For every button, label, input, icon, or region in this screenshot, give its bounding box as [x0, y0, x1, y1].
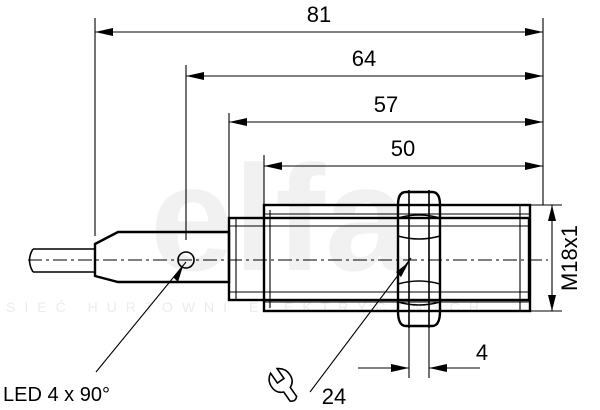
- led-label: LED 4 x 90°: [3, 384, 110, 406]
- wrench-leader: 24: [268, 257, 412, 409]
- dim-57-label: 57: [374, 92, 398, 117]
- wrench-size-label: 24: [322, 384, 346, 409]
- dim-4: 4: [358, 340, 488, 372]
- led-leader: LED 4 x 90°: [3, 261, 187, 406]
- wrench-icon: [268, 367, 298, 402]
- dim-thread-label: M18x1: [557, 225, 582, 291]
- watermark: elfa SIEĆ HURTOWNI ELEKTRYCZNYCH: [6, 134, 488, 315]
- hex-nut: [396, 190, 442, 378]
- dim-64: 64: [186, 46, 543, 80]
- dim-50-label: 50: [391, 136, 415, 161]
- watermark-subtitle: SIEĆ HURTOWNI ELEKTRYCZNYCH: [6, 299, 488, 315]
- dim-64-label: 64: [352, 46, 376, 71]
- dim-57: 57: [229, 92, 543, 126]
- dim-81: 81: [95, 2, 543, 36]
- dim-81-label: 81: [307, 2, 331, 27]
- dim-4-label: 4: [476, 340, 488, 365]
- dim-m18: M18x1: [548, 205, 582, 311]
- extension-lines: [94, 18, 562, 312]
- dim-50: 50: [264, 136, 543, 170]
- cable: [33, 248, 95, 273]
